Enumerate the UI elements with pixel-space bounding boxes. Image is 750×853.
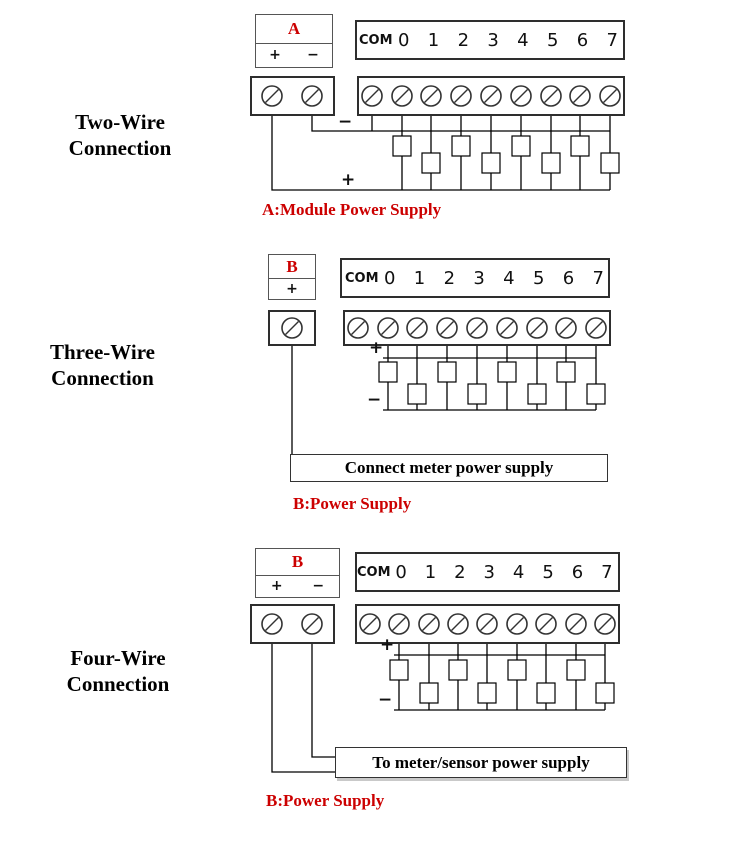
channel-label: 7 xyxy=(592,267,604,289)
supply-note-box: To meter/sensor power supply xyxy=(335,747,627,778)
bus-plus-label: + xyxy=(380,635,395,655)
side-label-line2: Connection xyxy=(51,365,154,390)
power-screw-terminal-block xyxy=(250,604,335,644)
sensor-load-box xyxy=(392,135,620,174)
power-screw-terminal-block xyxy=(250,76,335,116)
channel-label: 3 xyxy=(487,29,499,51)
minus-terminal-label: − xyxy=(312,578,325,595)
power-box-label: B xyxy=(269,255,315,280)
power-box-terminals: + − xyxy=(256,44,332,67)
channel-label: 4 xyxy=(503,267,515,289)
channel-label: 4 xyxy=(517,29,529,51)
bus-plus-label: + xyxy=(341,170,356,190)
channel-label: 7 xyxy=(606,29,618,51)
input-screw-terminal-block xyxy=(355,604,620,644)
plus-terminal-label: + xyxy=(270,578,283,595)
channel-label: 5 xyxy=(546,29,559,51)
channel-label: 2 xyxy=(443,267,456,289)
caption-module-power: A:Module Power Supply xyxy=(262,200,442,219)
bus-minus-label: − xyxy=(338,112,353,132)
channel-label: 3 xyxy=(473,267,485,289)
channel-label: 2 xyxy=(454,561,466,583)
minus-terminal-label: − xyxy=(307,47,319,64)
power-box-label: B xyxy=(256,549,339,576)
side-label-two-wire: Two-Wire Connection xyxy=(35,110,205,161)
caption-power-supply: B:Power Supply xyxy=(266,791,385,810)
sensor-load-box xyxy=(389,659,615,704)
channel-label: 6 xyxy=(562,267,575,289)
caption-power-supply: B:Power Supply xyxy=(293,494,412,513)
power-box-label: A xyxy=(256,15,332,44)
plus-terminal-label: + xyxy=(269,47,281,64)
channel-label: 0 xyxy=(395,561,407,583)
bus-plus-label: + xyxy=(369,338,384,358)
power-box-terminals: + − xyxy=(256,576,339,597)
channel-label: 0 xyxy=(383,267,396,289)
channel-label: 1 xyxy=(427,29,440,51)
channel-label: 2 xyxy=(457,29,470,51)
channel-label: 6 xyxy=(571,561,584,583)
com-terminal-strip: COM 0 1 2 3 4 5 6 7 xyxy=(355,552,620,592)
input-screw-terminal-block xyxy=(357,76,625,116)
channel-label: 6 xyxy=(576,29,589,51)
power-supply-box-b: B + − xyxy=(255,548,340,598)
sensor-load-box xyxy=(378,361,606,405)
channel-label: 0 xyxy=(397,29,410,51)
supply-note-box: Connect meter power supply xyxy=(290,454,608,482)
power-supply-box-b: B + xyxy=(268,254,316,300)
com-label: COM xyxy=(345,270,379,286)
plus-terminal-label: + xyxy=(286,281,298,298)
side-label-three-wire: Three-Wire Connection xyxy=(15,340,190,391)
com-terminal-strip: COM 0 1 2 3 4 5 6 7 xyxy=(340,258,610,298)
module-power-box-a: A + − xyxy=(255,14,333,68)
com-label: COM xyxy=(357,564,391,580)
channel-label: 1 xyxy=(413,267,426,289)
side-label-line2: Connection xyxy=(68,135,172,160)
com-label: COM xyxy=(359,32,393,48)
channel-label: 3 xyxy=(483,561,495,583)
side-label-line2: Connection xyxy=(66,671,170,696)
channel-label: 5 xyxy=(532,267,545,289)
channel-label: 7 xyxy=(601,561,613,583)
com-terminal-strip: COM 0 1 2 3 4 5 6 7 xyxy=(355,20,625,60)
channel-label: 5 xyxy=(542,561,554,583)
side-label-line1: Three-Wire xyxy=(50,340,155,364)
input-screw-terminal-block xyxy=(343,310,611,346)
side-label-line1: Two-Wire xyxy=(75,110,165,134)
side-label-four-wire: Four-Wire Connection xyxy=(33,646,203,697)
bus-minus-label: − xyxy=(367,390,382,410)
power-screw-terminal-block xyxy=(268,310,316,346)
channel-label: 1 xyxy=(424,561,437,583)
channel-label: 4 xyxy=(512,561,525,583)
bus-minus-label: − xyxy=(378,690,393,710)
side-label-line1: Four-Wire xyxy=(70,646,166,670)
power-box-terminals: + xyxy=(269,279,315,299)
